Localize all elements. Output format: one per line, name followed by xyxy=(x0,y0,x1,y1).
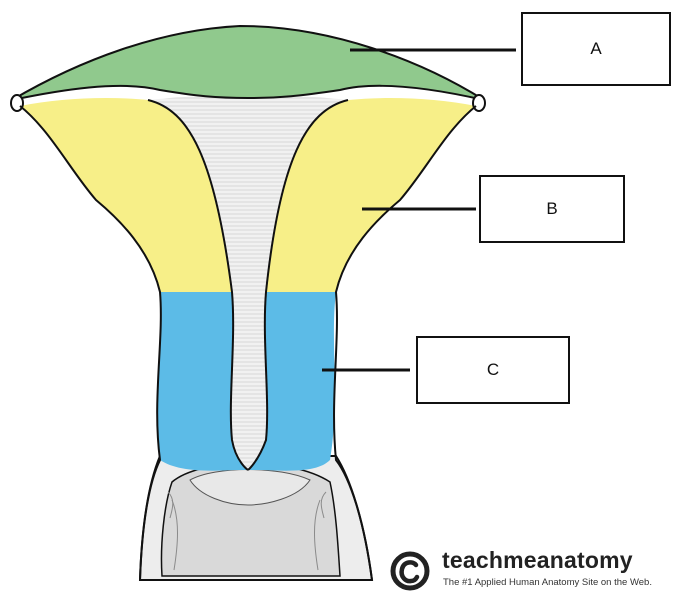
label-a-text: A xyxy=(590,39,602,58)
body-right-region xyxy=(266,98,476,292)
brand-name: teachmeanatomy xyxy=(442,547,633,573)
label-box-b: B xyxy=(479,175,625,243)
body-left-region xyxy=(20,98,232,292)
label-box-a: A xyxy=(521,12,671,86)
label-b-text: B xyxy=(546,199,558,218)
brand-watermark: teachmeanatomy The #1 Applied Human Anat… xyxy=(390,547,686,594)
uterus-outline-left xyxy=(19,105,162,581)
copyright-icon xyxy=(390,551,430,591)
cavity-outline xyxy=(147,99,349,471)
cavity-hatching xyxy=(148,95,348,470)
fundus-region xyxy=(11,24,485,101)
vaginal-rugae xyxy=(167,491,327,571)
right-tube-opening xyxy=(472,94,486,112)
brand-tagline: The #1 Applied Human Anatomy Site on the… xyxy=(443,577,652,588)
uterus-outline-right xyxy=(333,105,477,581)
left-tube-opening xyxy=(10,94,24,112)
label-box-c: C xyxy=(416,336,570,404)
label-c-text: C xyxy=(486,360,500,379)
